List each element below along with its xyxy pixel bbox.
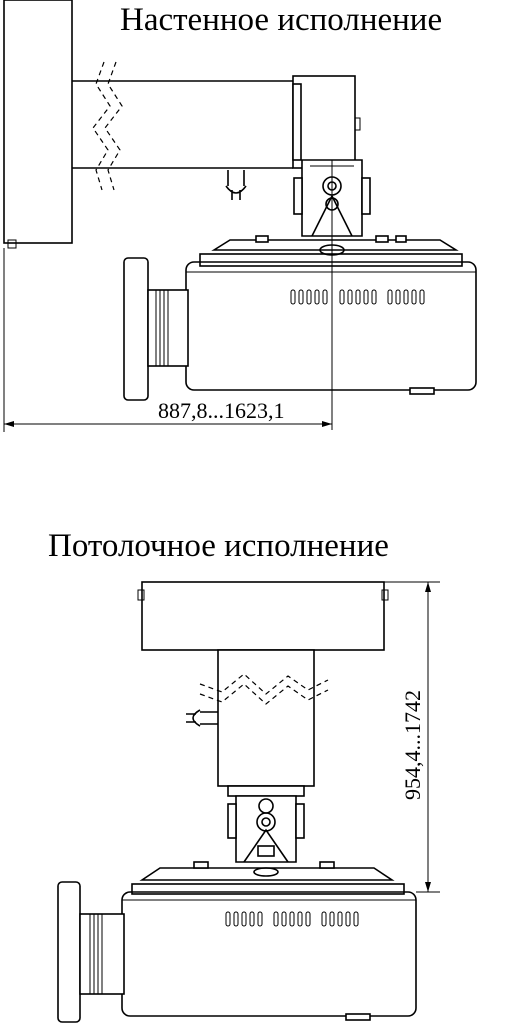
ceiling-dimension-label: 954,4...1742 bbox=[400, 690, 425, 800]
projector-foot bbox=[409, 387, 435, 395]
wall-dimension-label: 887,8...1623,1 bbox=[158, 398, 285, 423]
projector-foot bbox=[345, 1013, 371, 1021]
bracket-nut bbox=[257, 845, 275, 857]
projector-vents bbox=[225, 911, 359, 927]
ceiling-plate bbox=[141, 581, 385, 651]
projector-body bbox=[121, 891, 417, 1017]
bracket-knob-left bbox=[227, 803, 237, 839]
projector-top-rim bbox=[131, 883, 405, 895]
plate-center bbox=[253, 867, 279, 877]
lens-ring bbox=[123, 257, 149, 401]
plate-nut bbox=[255, 235, 269, 243]
tilt-bracket-arm bbox=[243, 828, 289, 863]
projector-body bbox=[185, 261, 477, 391]
pivot-bolt bbox=[256, 812, 276, 832]
plate-nut bbox=[193, 861, 209, 869]
cable-clip bbox=[186, 709, 218, 727]
ceiling-plate-screw bbox=[381, 589, 389, 601]
wall-plate bbox=[3, 0, 73, 244]
arm-end-screw bbox=[354, 117, 361, 131]
bracket-knob-left bbox=[293, 177, 303, 215]
telescope-break-line bbox=[199, 673, 329, 695]
telescope-break-line bbox=[199, 683, 329, 705]
ceiling-plate-screw bbox=[137, 589, 145, 601]
pole bbox=[217, 649, 315, 787]
mount-plate bbox=[139, 867, 395, 881]
telescope-break-line bbox=[92, 61, 111, 191]
bracket-knob-right bbox=[361, 177, 371, 215]
wall-mount-title: Настенное исполнение bbox=[120, 2, 443, 38]
wall-mount-drawing: 887,8...1623,1 bbox=[3, 0, 477, 432]
cable-clip bbox=[225, 170, 247, 200]
plate-nut bbox=[375, 235, 389, 243]
ceiling-mount-title: Потолочное исполнение bbox=[48, 528, 389, 564]
plate-nut bbox=[319, 861, 335, 869]
pole-end bbox=[227, 785, 305, 797]
plate-nut bbox=[395, 235, 407, 243]
wall-plate-foot bbox=[7, 239, 17, 249]
arm-end-flange bbox=[292, 83, 302, 161]
projector-top-rim bbox=[199, 253, 463, 267]
projector-vents bbox=[290, 289, 425, 305]
lens-ring bbox=[57, 881, 81, 1023]
bracket-knob-right bbox=[295, 803, 305, 839]
pivot-bolt-inner bbox=[261, 817, 271, 827]
arm-end-block bbox=[292, 75, 356, 169]
telescope-break-line bbox=[104, 61, 123, 191]
ceiling-mount-drawing: 954,4...1742 bbox=[57, 581, 440, 1023]
